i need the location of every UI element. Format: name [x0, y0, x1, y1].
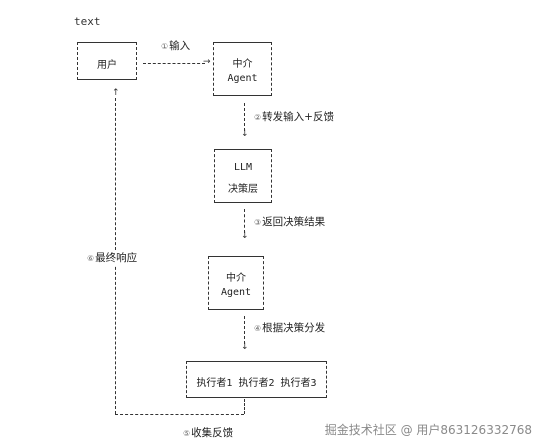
step-forward-label: ②转发输入+反馈 — [254, 109, 334, 124]
watermark: 掘金技术社区 @ 用户863126332768 — [324, 423, 532, 437]
connector-feedback-bottom — [115, 414, 244, 415]
step-text: 转发输入+反馈 — [262, 111, 334, 123]
step-text: 输入 — [169, 40, 191, 52]
executors-box-label: 执行者1 执行者2 执行者3 — [196, 378, 317, 389]
step-number: ② — [254, 113, 262, 122]
step-number: ④ — [254, 324, 262, 333]
step-number: ⑤ — [183, 429, 191, 438]
connector-llm-to-agent — [244, 209, 245, 233]
user-box-label: 用户 — [97, 60, 117, 71]
arrow-right-icon: → — [203, 57, 211, 67]
user-box: 用户 — [77, 42, 137, 80]
step-dispatch-label: ④根据决策分发 — [254, 320, 325, 335]
step-text: 收集反馈 — [191, 427, 234, 439]
step-number: ⑥ — [87, 254, 95, 263]
step-text: 返回决策结果 — [262, 216, 326, 228]
llm-box-line1: LLM — [233, 162, 253, 173]
step-text: 根据决策分发 — [262, 322, 326, 334]
llm-box-line2: 决策层 — [228, 184, 258, 195]
agent-box-middle-line2: Agent — [220, 287, 252, 298]
step-input-label: ①输入 — [161, 38, 190, 53]
step-final-label: ⑥最终响应 — [87, 250, 138, 265]
connector-executors-down — [244, 399, 245, 414]
step-text: 最终响应 — [95, 252, 138, 264]
agent-box-middle: 中介 Agent — [208, 256, 264, 310]
agent-box-top-line2: Agent — [227, 73, 258, 84]
step-return-label: ③返回决策结果 — [254, 214, 325, 229]
agent-box-top: 中介 Agent — [213, 42, 272, 96]
agent-box-top-line1: 中介 — [232, 59, 253, 70]
agent-box-middle-line1: 中介 — [226, 273, 246, 284]
connector-agent-to-executors — [244, 316, 245, 344]
step-collect-label: ⑤收集反馈 — [183, 425, 233, 440]
connector-user-to-agent — [143, 63, 205, 64]
llm-box: LLM 决策层 — [214, 149, 272, 203]
step-number: ① — [161, 42, 169, 51]
arrow-up-icon: ↑ — [112, 88, 120, 98]
connector-agent-to-llm — [244, 103, 245, 131]
code-block-language-label: text — [74, 15, 101, 28]
arrow-down-icon: ↓ — [241, 231, 249, 241]
executors-box: 执行者1 执行者2 执行者3 — [186, 361, 327, 398]
arrow-down-icon: ↓ — [241, 129, 249, 139]
step-number: ③ — [254, 218, 262, 227]
arrow-down-icon: ↓ — [241, 342, 249, 352]
